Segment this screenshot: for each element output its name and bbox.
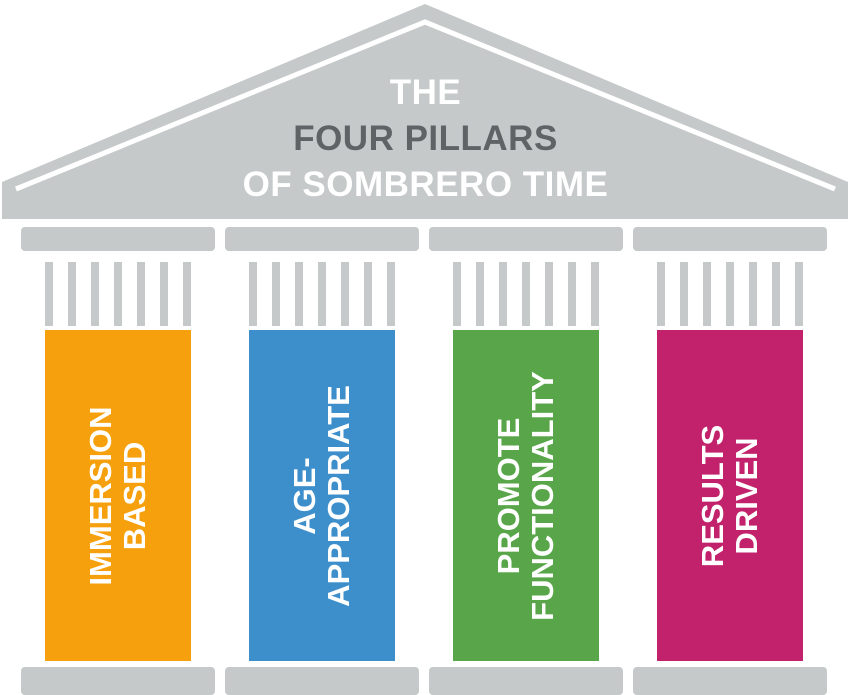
- pillar-4-flute: [795, 262, 803, 326]
- pillar-1-capital: [21, 227, 215, 251]
- pillar-4-label-line-2: DRIVEN: [729, 436, 764, 555]
- pillar-3-flute: [476, 262, 484, 326]
- title-line-3: OF SOMBRERO TIME: [242, 165, 609, 204]
- pillar-3-flute: [591, 262, 599, 326]
- pillar-3-label-line-2: FUNCTIONALITY: [525, 370, 560, 621]
- pillar-1-base: [21, 667, 215, 695]
- pillar-4-flute: [657, 262, 665, 326]
- pillar-4-label: RESULTS DRIVEN: [695, 424, 764, 567]
- pillar-results-driven: RESULTS DRIVEN: [657, 330, 803, 661]
- pillar-1-flute: [91, 262, 99, 326]
- pillar-2-base: [225, 667, 419, 695]
- diagram-title: THE FOUR PILLARS OF SOMBRERO TIME: [200, 70, 651, 208]
- pillar-2-flute: [295, 262, 303, 326]
- pillar-1-flute: [114, 262, 122, 326]
- pillar-4-flute: [680, 262, 688, 326]
- pillar-3-flute: [453, 262, 461, 326]
- pillar-2-label: AGE- APPROPRIATE: [287, 384, 356, 607]
- pillar-3-flute: [568, 262, 576, 326]
- pillar-2-flute: [364, 262, 372, 326]
- title-line-1: THE: [389, 73, 462, 112]
- pillar-1-flute: [68, 262, 76, 326]
- pillar-4-flute: [749, 262, 757, 326]
- pillar-2-flute: [318, 262, 326, 326]
- pillar-2-flute: [341, 262, 349, 326]
- pillar-4-flute: [703, 262, 711, 326]
- pillar-1-label-line-2: BASED: [117, 441, 152, 550]
- roof-pediment: [2, 4, 848, 219]
- pillar-4-label-line-1: RESULTS: [695, 424, 730, 567]
- pillar-3-base: [429, 667, 623, 695]
- pillar-2-capital: [225, 227, 419, 251]
- pillar-3-flute: [522, 262, 530, 326]
- pillar-immersion-based: IMMERSION BASED: [45, 330, 191, 661]
- pillar-1-flute: [160, 262, 168, 326]
- pillar-1-label-line-1: IMMERSION: [83, 405, 118, 586]
- pillar-3-label-line-1: PROMOTE: [491, 417, 526, 574]
- pillar-2-flute: [387, 262, 395, 326]
- pillar-2-flutes: [249, 262, 395, 326]
- pillar-3-capital: [429, 227, 623, 251]
- pillar-4-flute: [726, 262, 734, 326]
- pillar-4-flute: [772, 262, 780, 326]
- pillar-4-flutes: [657, 262, 803, 326]
- roof-outer: [2, 4, 848, 219]
- pillar-1-flutes: [45, 262, 191, 326]
- pillar-3-flute: [545, 262, 553, 326]
- pillar-1-flute: [183, 262, 191, 326]
- pillar-1-flute: [45, 262, 53, 326]
- pillar-1-flute: [137, 262, 145, 326]
- pillar-4-capital: [633, 227, 827, 251]
- pillar-3-label: PROMOTE FUNCTIONALITY: [491, 370, 560, 621]
- pillar-promote-functionality: PROMOTE FUNCTIONALITY: [453, 330, 599, 661]
- pillar-2-label-line-1: AGE-: [287, 456, 322, 535]
- pillar-2-label-line-2: APPROPRIATE: [321, 384, 356, 607]
- pillar-2-flute: [272, 262, 280, 326]
- title-line-2: FOUR PILLARS: [293, 119, 558, 158]
- pillar-3-flutes: [453, 262, 599, 326]
- pillar-4-base: [633, 667, 827, 695]
- pillar-1-label: IMMERSION BASED: [83, 405, 152, 586]
- pillar-2-flute: [249, 262, 257, 326]
- pillar-3-flute: [499, 262, 507, 326]
- pillar-age-appropriate: AGE- APPROPRIATE: [249, 330, 395, 661]
- roof-edge-line: [15, 19, 836, 192]
